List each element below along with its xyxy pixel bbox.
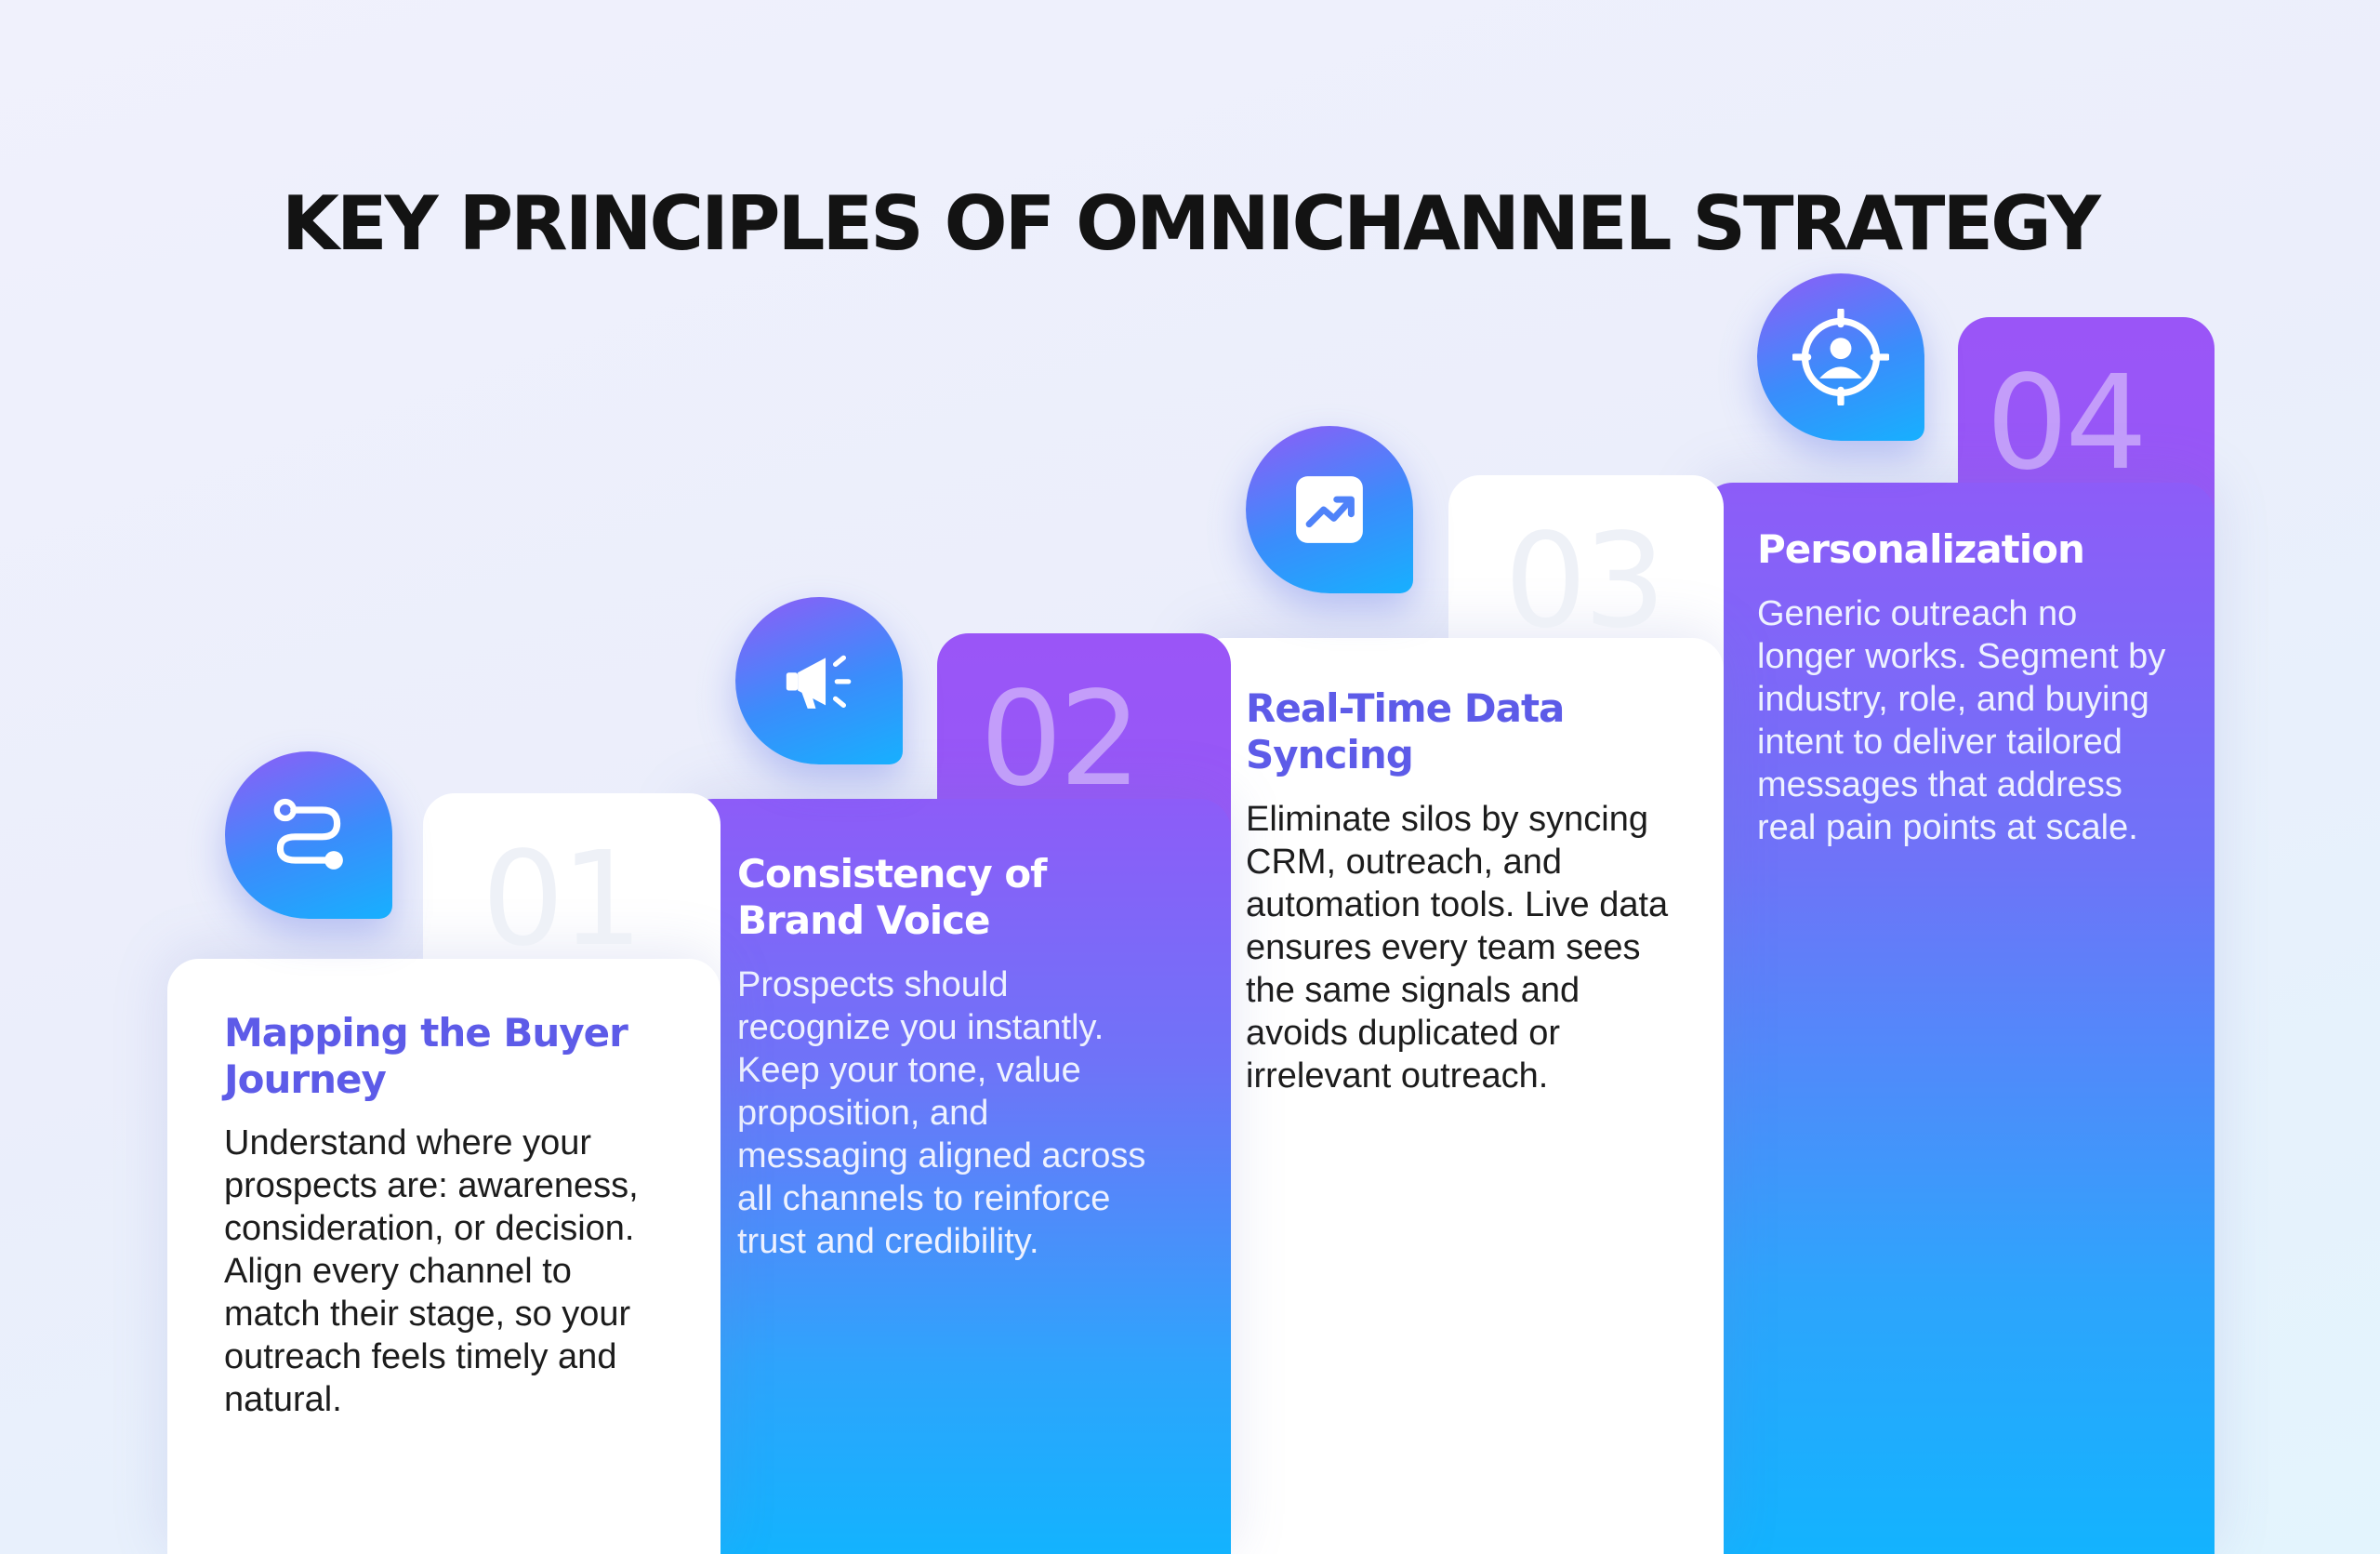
- step-01-card: [167, 959, 721, 1554]
- step-02-icon-badge: [735, 597, 903, 764]
- step-03-description: Eliminate silos by syncing CRM, outreach…: [1246, 800, 1669, 1096]
- step-02-description: Prospects should recognize you instantly…: [737, 965, 1146, 1261]
- target-user-icon: [1792, 309, 1889, 405]
- trending-chart-icon: [1296, 476, 1363, 543]
- step-04-card: [1701, 483, 2215, 1554]
- page-title: KEY PRINCIPLES OF OMNICHANNEL STRATEGY: [282, 179, 2101, 267]
- step-02-card: [681, 799, 1231, 1554]
- megaphone-icon: [786, 655, 852, 709]
- step-03-heading: Real-Time Data Syncing: [1246, 685, 1565, 777]
- step-02-heading: Consistency of Brand Voice: [737, 851, 1047, 943]
- step-04-description: Generic outreach no longer works. Segmen…: [1757, 594, 2166, 847]
- step-03-card: [1193, 638, 1724, 1554]
- step-01-description: Understand where your prospects are: awa…: [224, 1123, 639, 1419]
- step-04-heading: Personalization: [1757, 526, 2085, 572]
- step-01-heading: Mapping the Buyer Journey: [224, 1010, 628, 1102]
- step-03-number: 03: [1504, 506, 1666, 657]
- step-01-number: 01: [482, 824, 643, 976]
- step-03-icon-badge: [1246, 426, 1413, 593]
- step-02-number: 02: [980, 664, 1142, 816]
- step-01-icon-badge: [225, 751, 392, 919]
- route-icon: [273, 798, 343, 870]
- step-04-number: 04: [1986, 348, 2148, 499]
- step-04-icon-badge: [1757, 273, 1924, 441]
